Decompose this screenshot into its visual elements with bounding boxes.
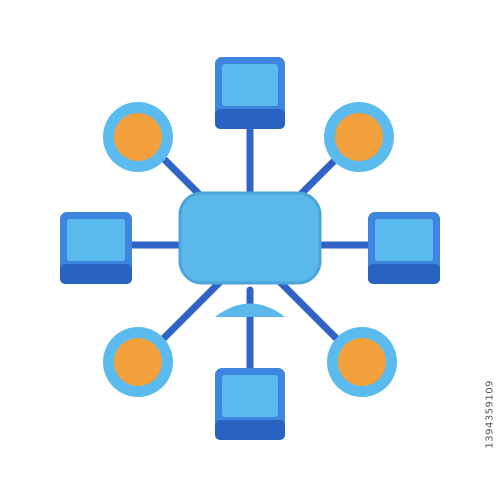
connector-bottom-left: [156, 278, 224, 346]
image-id-label: 1394359109: [485, 380, 496, 449]
connection-node-bottom-left: [103, 327, 173, 397]
computer-node-top: [215, 57, 285, 129]
node-core: [114, 113, 162, 161]
node-core: [338, 338, 386, 386]
computer-node-right: [368, 212, 440, 284]
connection-node-bottom-right: [327, 327, 397, 397]
node-core: [114, 338, 162, 386]
hub-body: [178, 191, 322, 285]
computer-screen: [222, 64, 278, 106]
computer-node-left: [60, 212, 132, 284]
connection-node-top-left: [103, 102, 173, 172]
computer-base: [60, 264, 132, 284]
network-hub-icon: [178, 191, 322, 317]
node-core: [335, 113, 383, 161]
computer-screen: [67, 219, 125, 261]
computer-screen: [222, 375, 278, 417]
hub-stand: [215, 303, 285, 317]
computer-base: [368, 264, 440, 284]
computer-screen: [375, 219, 433, 261]
computer-node-bottom: [215, 368, 285, 440]
connection-node-top-right: [324, 102, 394, 172]
computer-base: [215, 109, 285, 129]
computer-base: [215, 420, 285, 440]
connector-bottom-right: [276, 278, 344, 346]
